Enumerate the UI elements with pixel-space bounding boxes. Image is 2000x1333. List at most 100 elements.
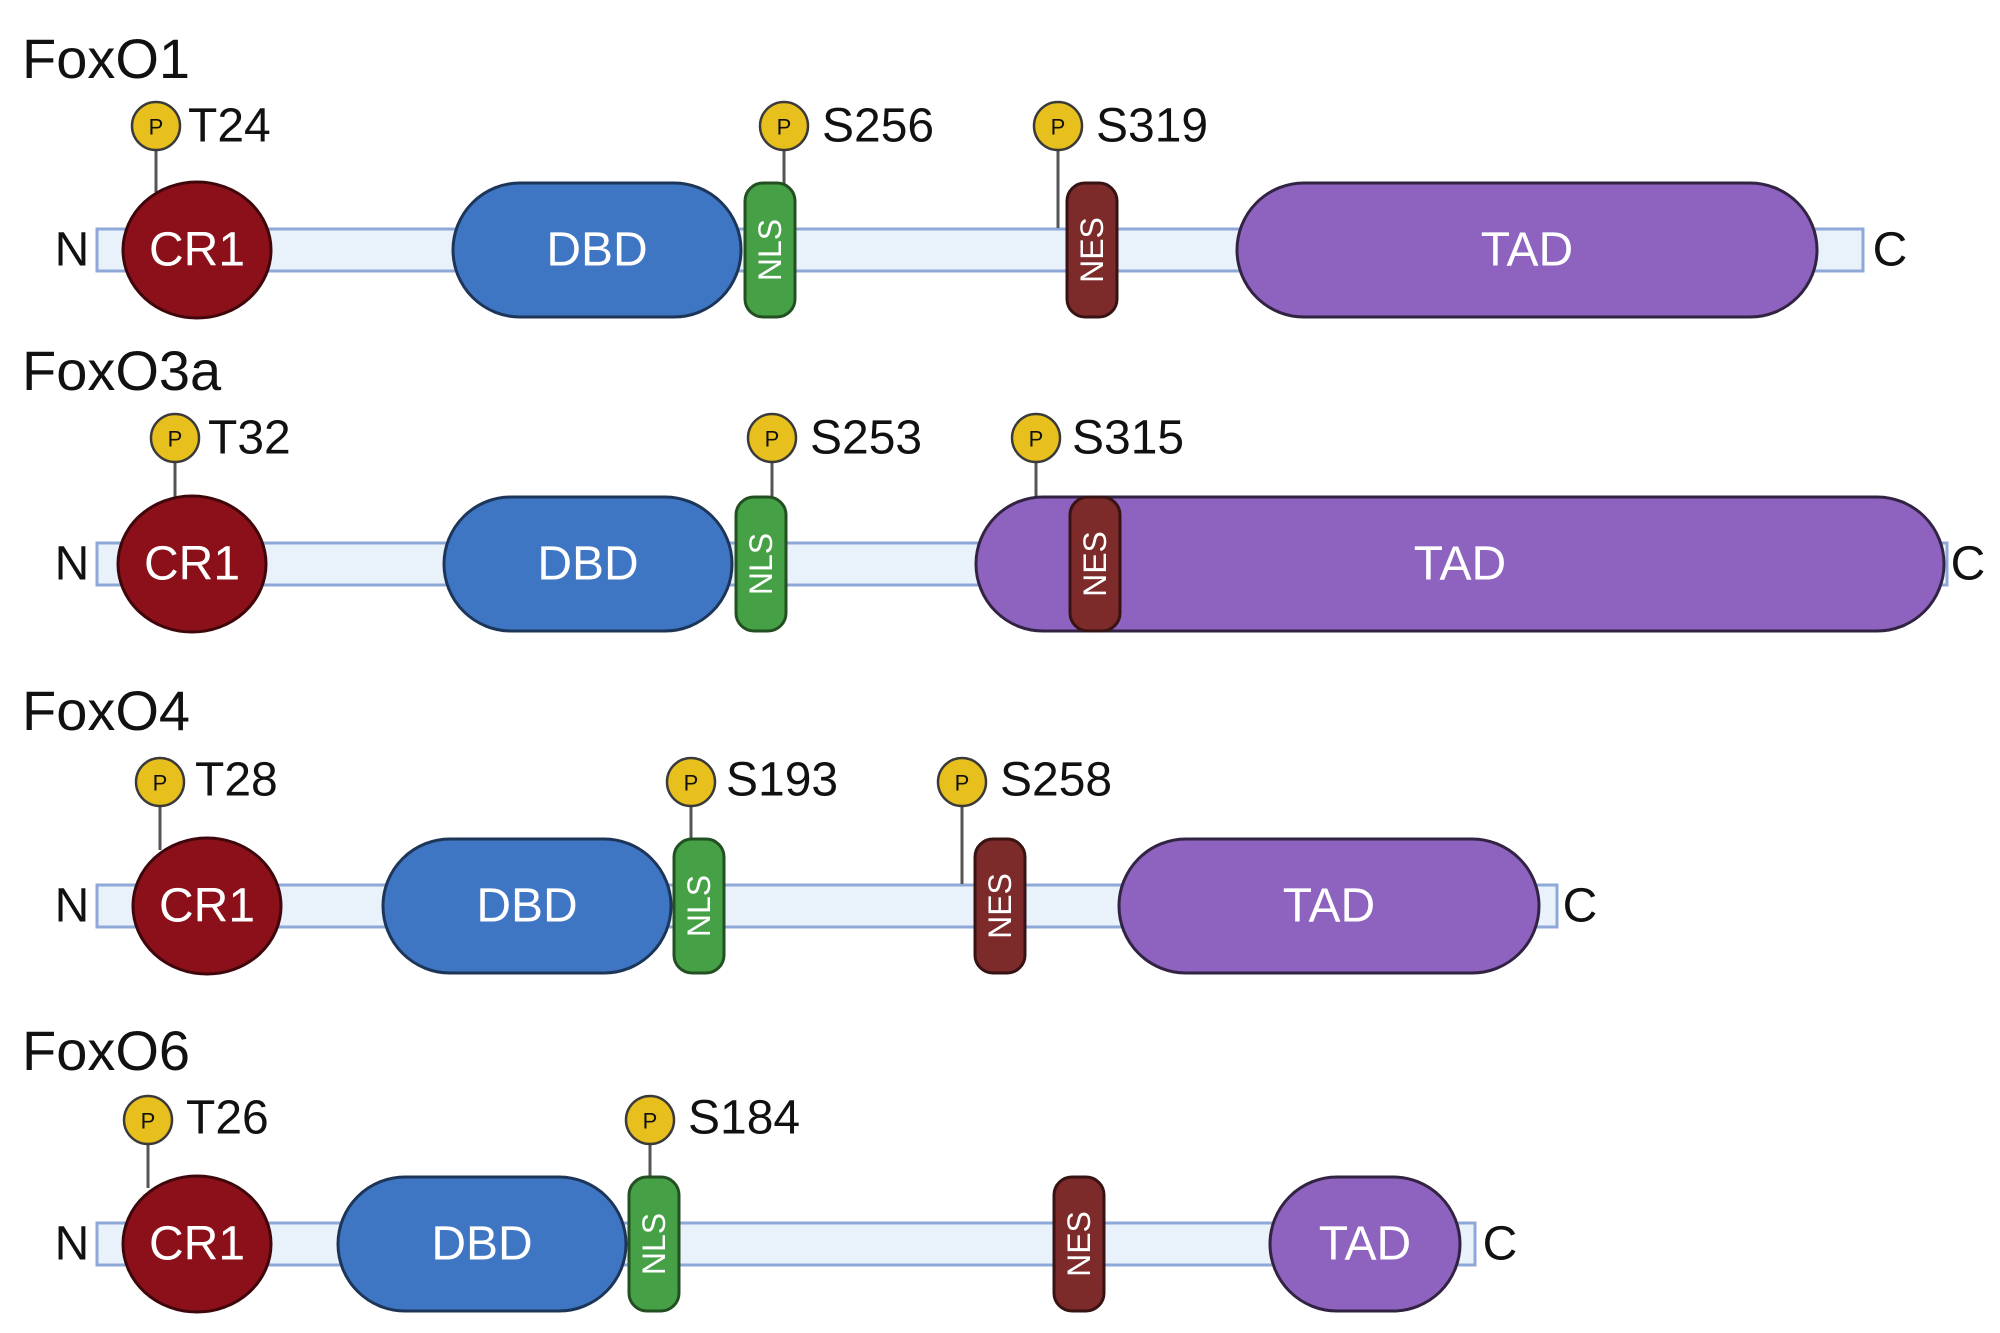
- domain-label: DBD: [537, 538, 638, 591]
- phospho-badge: [149, 412, 201, 464]
- phospho-badge: [746, 412, 798, 464]
- c-terminus-label: C: [1563, 880, 1598, 933]
- phospho-site: P S184: [624, 1092, 800, 1178]
- phospho-badge: [134, 756, 186, 808]
- phospho-site-label: S256: [822, 100, 934, 153]
- domain-cr1: CR1: [131, 836, 283, 976]
- domain-label: NES: [1074, 217, 1110, 283]
- phospho-site: P T28: [134, 754, 278, 850]
- phospho-site-label: T28: [195, 754, 278, 807]
- domain-label: NES: [1077, 531, 1113, 597]
- phospho-badge-label: P: [1029, 427, 1044, 452]
- domain-nes: NES: [1068, 495, 1122, 633]
- phospho-site: P S315: [1010, 412, 1184, 498]
- phospho-site-label: S184: [688, 1092, 800, 1145]
- n-terminus-label: N: [55, 538, 90, 591]
- n-terminus-label: N: [55, 1218, 90, 1271]
- phospho-site: P S253: [746, 412, 922, 498]
- phospho-badge: [1032, 100, 1084, 152]
- phospho-badge: [624, 1094, 676, 1146]
- c-terminus-label: C: [1951, 538, 1986, 591]
- domain-dbd: DBD: [442, 495, 734, 633]
- domain-cr1: CR1: [121, 180, 273, 320]
- protein-foxo6: FoxO6 N C P T26 P S184 CR1 DBD NLS: [22, 1019, 1518, 1314]
- phospho-badge-label: P: [765, 427, 780, 452]
- domain-nls: NLS: [672, 837, 726, 975]
- domain-nes: NES: [1065, 181, 1119, 319]
- phospho-badge-label: P: [955, 771, 970, 796]
- domain-label: DBD: [546, 224, 647, 277]
- phospho-badge-label: P: [1051, 115, 1066, 140]
- phospho-site-label: T24: [188, 100, 271, 153]
- phospho-site-label: S319: [1096, 100, 1208, 153]
- domain-cr1: CR1: [121, 1174, 273, 1314]
- domain-label: NLS: [681, 875, 717, 937]
- domain-label: DBD: [476, 880, 577, 933]
- phospho-badge-label: P: [777, 115, 792, 140]
- domain-label: NES: [982, 873, 1018, 939]
- protein-foxo4: FoxO4 N C P T28 P S193 P S258 CR1 DB: [22, 679, 1598, 976]
- phospho-badge-label: P: [684, 771, 699, 796]
- phospho-badge-label: P: [149, 115, 164, 140]
- phospho-badge-label: P: [168, 427, 183, 452]
- protein-name: FoxO1: [22, 27, 190, 90]
- domain-label: NLS: [752, 219, 788, 281]
- protein-foxo1: FoxO1 N C P T24 P S256 P S319 CR1 DB: [22, 27, 1908, 320]
- domain-dbd: DBD: [451, 181, 743, 319]
- domain-dbd: DBD: [336, 1175, 628, 1313]
- domain-tad: TAD: [1117, 837, 1541, 975]
- domain-nls: NLS: [734, 495, 788, 633]
- domain-label: NLS: [743, 533, 779, 595]
- phospho-site: P S258: [936, 754, 1112, 884]
- phospho-site-label: S315: [1072, 412, 1184, 465]
- domain-label: TAD: [1319, 1218, 1411, 1271]
- domain-label: DBD: [431, 1218, 532, 1271]
- phospho-badge: [1010, 412, 1062, 464]
- phospho-badge-label: P: [643, 1109, 658, 1134]
- domain-nes: NES: [973, 837, 1027, 975]
- domain-label: CR1: [144, 538, 240, 591]
- n-terminus-label: N: [55, 880, 90, 933]
- phospho-site-label: S253: [810, 412, 922, 465]
- n-terminus-label: N: [55, 224, 90, 277]
- c-terminus-label: C: [1483, 1218, 1518, 1271]
- domain-dbd: DBD: [381, 837, 673, 975]
- domain-label: TAD: [1283, 880, 1375, 933]
- protein-name: FoxO3a: [22, 339, 222, 402]
- domain-nes: NES: [1052, 1175, 1106, 1313]
- phospho-badge: [936, 756, 988, 808]
- phospho-site: P S193: [665, 754, 838, 840]
- domain-label: TAD: [1414, 538, 1506, 591]
- phospho-badge: [758, 100, 810, 152]
- domain-label: TAD: [1481, 224, 1573, 277]
- protein-foxo3a: FoxO3a N C P T32 P S253 P S315 CR1 D: [22, 339, 1986, 634]
- phospho-badge: [122, 1094, 174, 1146]
- phospho-site: P S319: [1032, 100, 1208, 228]
- domain-label: NLS: [636, 1213, 672, 1275]
- phospho-badge-label: P: [153, 771, 168, 796]
- domain-tad: TAD: [974, 495, 1946, 633]
- phospho-site: P T24: [130, 100, 271, 192]
- protein-name: FoxO6: [22, 1019, 190, 1082]
- phospho-badge: [130, 100, 182, 152]
- phospho-site-label: T32: [208, 412, 291, 465]
- domain-label: NES: [1061, 1211, 1097, 1277]
- domain-tad: TAD: [1268, 1175, 1462, 1313]
- domain-label: CR1: [149, 1218, 245, 1271]
- c-terminus-label: C: [1873, 224, 1908, 277]
- phospho-site: P T26: [122, 1092, 269, 1188]
- domain-tad: TAD: [1235, 181, 1819, 319]
- phospho-site: P S256: [758, 100, 934, 184]
- phospho-site-label: T26: [186, 1092, 269, 1145]
- phospho-site-label: S193: [726, 754, 838, 807]
- phospho-site: P T32: [149, 412, 291, 506]
- domain-label: CR1: [159, 880, 255, 933]
- phospho-badge-label: P: [141, 1109, 156, 1134]
- protein-name: FoxO4: [22, 679, 190, 742]
- domain-label: CR1: [149, 224, 245, 277]
- phospho-badge: [665, 756, 717, 808]
- domain-cr1: CR1: [116, 494, 268, 634]
- phospho-site-label: S258: [1000, 754, 1112, 807]
- domain-nls: NLS: [743, 181, 797, 319]
